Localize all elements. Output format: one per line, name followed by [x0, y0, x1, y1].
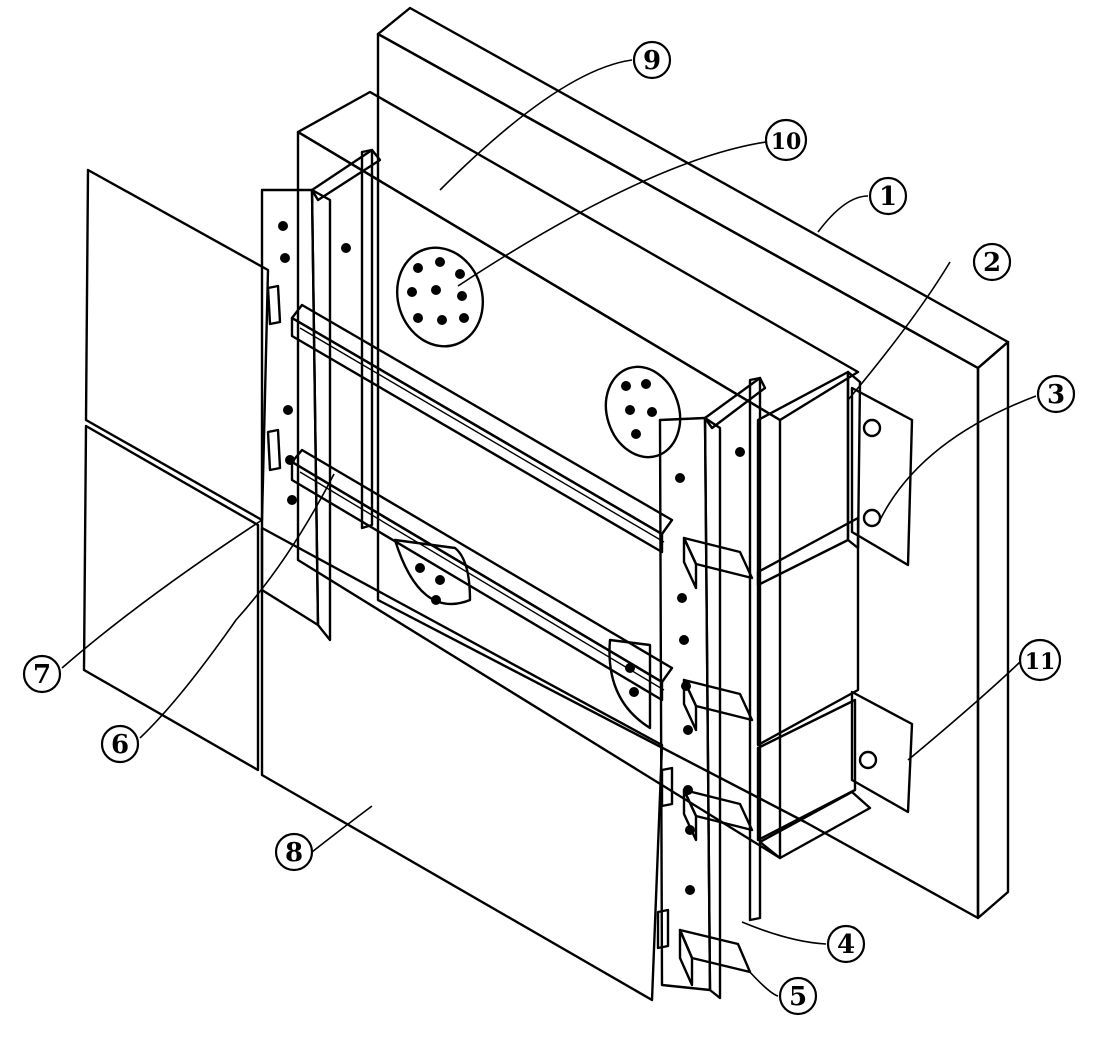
- clip: [682, 678, 754, 732]
- svg-text:6: 6: [111, 730, 129, 760]
- callout-1: 1: [817, 176, 908, 233]
- masonry-wall: [376, 6, 1010, 920]
- anchor-disc: [393, 538, 472, 606]
- callout-8: 8: [274, 805, 373, 872]
- anchor-bolt: [858, 750, 878, 770]
- wall-front-face: [376, 32, 980, 920]
- svg-text:10: 10: [771, 129, 802, 155]
- wall-brackets: [756, 370, 914, 842]
- panel-joint-hooks: [266, 284, 674, 950]
- wall-side-face: [976, 340, 1010, 920]
- panel-bottom-left: [82, 424, 260, 772]
- svg-text:4: 4: [837, 930, 855, 960]
- callout-3: 3: [879, 374, 1076, 521]
- svg-text:3: 3: [1047, 380, 1065, 410]
- svg-text:5: 5: [789, 982, 807, 1012]
- callout-5: 5: [747, 969, 818, 1016]
- bracket-lower: [756, 690, 914, 842]
- horizontal-rails: [290, 303, 674, 702]
- panel-bottom-right: [260, 526, 664, 1002]
- wall-top-face: [376, 6, 1010, 370]
- bracket-upper: [756, 370, 914, 587]
- panel-top-left: [84, 168, 270, 522]
- svg-text:8: 8: [285, 838, 303, 868]
- callout-11: 11: [907, 638, 1062, 761]
- anchor-bolt: [862, 508, 882, 528]
- callout-7: 7: [22, 519, 263, 694]
- rail-lower: [290, 448, 674, 702]
- steel-keels: [260, 148, 767, 1000]
- keel-left: [260, 148, 382, 642]
- callout-4: 4: [741, 921, 866, 964]
- callout-6: 6: [100, 473, 335, 764]
- clip: [682, 788, 754, 842]
- insulation-layer: [296, 90, 872, 860]
- svg-text:9: 9: [643, 46, 661, 76]
- callout-9: 9: [439, 40, 672, 191]
- callout-2: 2: [847, 242, 1012, 401]
- clip: [682, 536, 754, 590]
- svg-text:11: 11: [1025, 649, 1056, 675]
- anchor-disc: [604, 365, 682, 459]
- insulation-anchors: [393, 246, 682, 730]
- svg-text:2: 2: [983, 248, 1001, 278]
- panel-clips: [678, 536, 754, 987]
- callout-10: 10: [457, 118, 808, 287]
- anchor-bolt: [862, 418, 882, 438]
- svg-text:1: 1: [879, 182, 897, 212]
- callouts: 1 2 3 4 5 6 7: [22, 40, 1076, 1016]
- insulation-side: [756, 516, 860, 747]
- clip: [678, 928, 752, 987]
- insulation-front: [296, 130, 782, 860]
- svg-text:7: 7: [33, 660, 51, 690]
- rail-upper: [290, 303, 674, 554]
- anchor-disc: [395, 246, 485, 348]
